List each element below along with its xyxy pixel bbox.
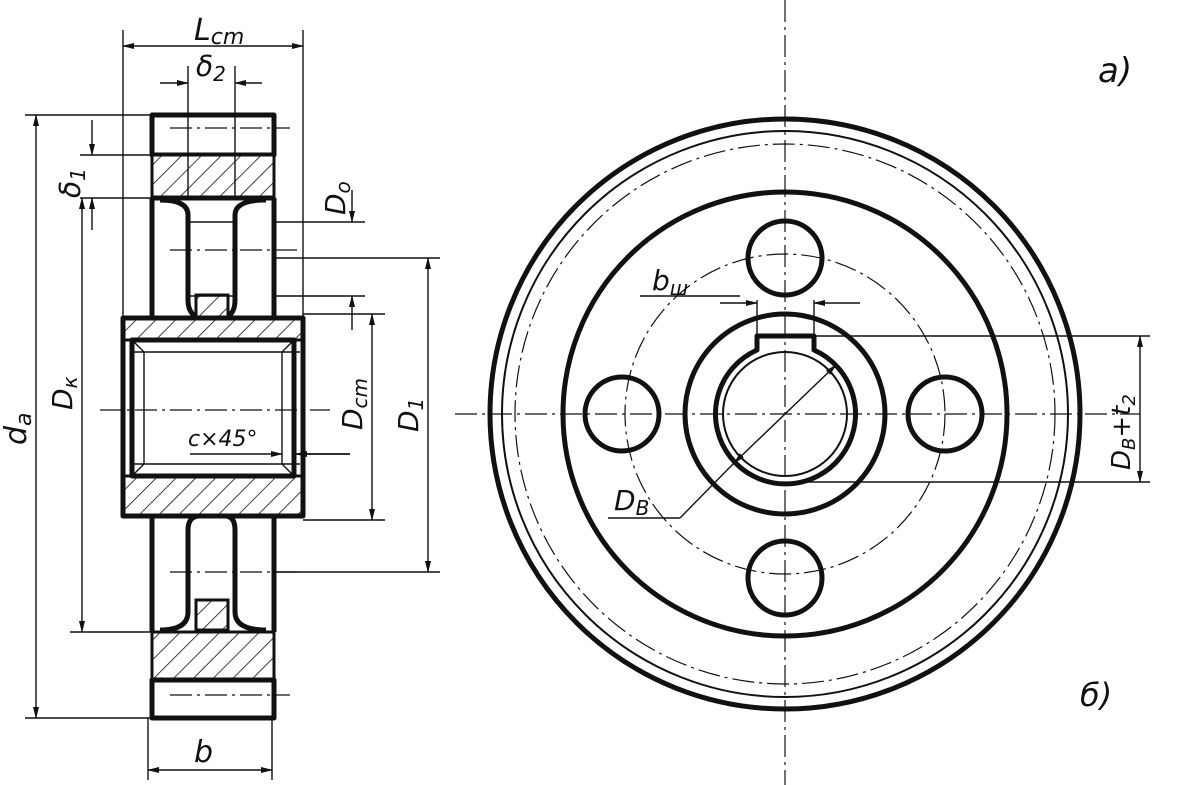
hub-circle <box>682 311 888 517</box>
bottom-rim-teeth <box>149 677 277 721</box>
bore-diameter-label: DB <box>614 484 649 520</box>
top-web-hatch <box>194 293 230 320</box>
hole-center-circle <box>624 253 946 575</box>
front-view: bш DB+t2 DB a) б) <box>455 0 1150 785</box>
bottom-web-recess-left <box>159 513 201 633</box>
rim-inner-diameter-label: Dк <box>46 376 82 410</box>
rim-thickness-label: δ1 <box>54 168 90 198</box>
lightening-hole-bottom <box>745 538 825 618</box>
view-label-b: б) <box>1080 676 1112 714</box>
pitch-circle <box>514 143 1056 685</box>
hole-circle-diameter-label: D1 <box>392 398 428 432</box>
bore-outline <box>129 337 297 479</box>
hub-outline <box>120 315 306 519</box>
lightening-hole-right <box>905 374 985 454</box>
lightening-hole-top <box>745 218 825 298</box>
hub-length-label: Lcm <box>194 13 244 50</box>
tip-circle <box>487 116 1083 712</box>
bottom-web-recess-right <box>224 513 267 633</box>
hole-diameter-label: Do <box>319 181 355 215</box>
top-rim-section <box>150 153 276 200</box>
keyway-depth-label: DB+t2 <box>1107 394 1140 470</box>
hub-bottom-section <box>121 474 305 518</box>
bottom-web <box>149 516 277 632</box>
tip-diameter-label: da <box>0 412 37 445</box>
view-label-a: a) <box>1098 51 1132 91</box>
bore-chamfer <box>722 351 848 477</box>
chamfer-label: c×45° <box>188 427 258 452</box>
top-rim-teeth <box>149 112 277 158</box>
hub-diameter-label: Dcm <box>336 378 372 430</box>
bore-keyway <box>713 333 858 487</box>
keyway-width-label: bш <box>652 264 688 300</box>
rim-inner-circle <box>560 189 1010 639</box>
lightening-hole-left <box>582 374 662 454</box>
section-view: Lcm δ2 δ1 Do da Dк Dcm D1 c×45° b <box>0 13 440 780</box>
bottom-rim-section <box>150 630 276 682</box>
hub-top-section <box>121 316 305 342</box>
web-thickness-label: δ2 <box>196 50 226 86</box>
face-width-label: b <box>194 735 213 770</box>
root-circle <box>501 130 1069 698</box>
